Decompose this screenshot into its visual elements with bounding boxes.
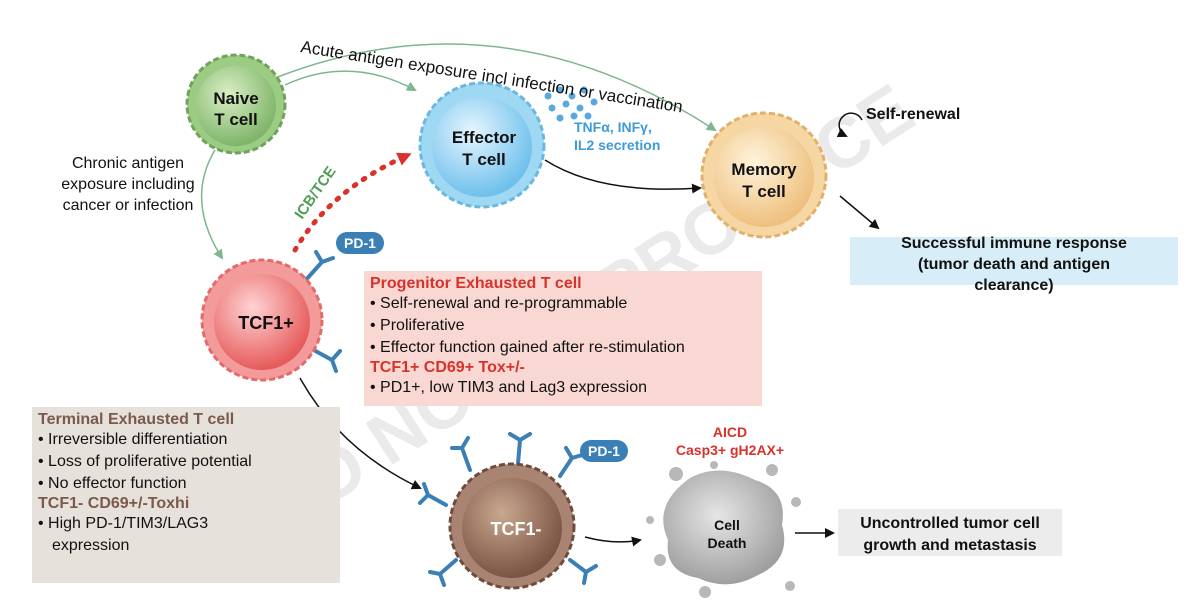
pd1-badge-bottom: PD-1 <box>580 440 628 462</box>
success-line-2: (tumor death and antigen <box>918 256 1110 273</box>
chronic-label-2: exposure including <box>61 176 194 193</box>
terminal-marker-item-1-cont: expression <box>52 537 130 554</box>
cytokine-label-2: IL2 secretion <box>574 137 660 153</box>
effector-label-2: T cell <box>462 150 505 169</box>
progenitor-tcf1-positive-cell: TCF1+ <box>200 250 342 382</box>
death-label-2: Death <box>708 535 747 551</box>
pd1-badge-top: PD-1 <box>336 232 384 254</box>
outcome-line-2: growth and metastasis <box>863 537 1036 554</box>
progenitor-cell-label: TCF1+ <box>238 313 294 333</box>
terminal-item-3: No effector function <box>38 473 334 495</box>
terminal-marker-item-1: High PD-1/TIM3/LAG3 <box>38 513 334 535</box>
terminal-tcf1-negative-cell: TCF1- <box>418 432 598 590</box>
death-label-1: Cell <box>714 517 740 533</box>
naive-label-2: T cell <box>214 110 257 129</box>
effector-t-cell: Effector T cell <box>418 81 546 209</box>
pd1-badge-top-label: PD-1 <box>344 235 376 251</box>
memory-label-2: T cell <box>742 182 785 201</box>
effector-to-memory-arrow <box>544 159 702 194</box>
naive-t-cell: Naive T cell <box>185 53 287 155</box>
memory-t-cell: Memory T cell <box>700 111 828 239</box>
pd1-badge-bottom-label: PD-1 <box>588 443 620 459</box>
success-box <box>850 237 1178 285</box>
naive-label-1: Naive <box>213 89 258 108</box>
progenitor-marker-item-1: PD1+, low TIM3 and Lag3 expression <box>370 377 756 399</box>
terminal-item-2: Loss of proliferative potential <box>38 451 334 473</box>
terminal-exhausted-box: Terminal Exhausted T cell Irreversible d… <box>32 407 340 583</box>
progenitor-item-1: Self-renewal and re-programmable <box>370 293 756 315</box>
acute-arrow-to-effector <box>284 70 417 91</box>
terminal-to-death-arrow <box>584 536 642 547</box>
effector-label-1: Effector <box>452 128 517 147</box>
progenitor-exhausted-box: Progenitor Exhausted T cell Self-renewal… <box>364 271 762 406</box>
progenitor-to-terminal-arrow <box>299 377 422 490</box>
cell-death-icon: Cell Death <box>646 461 801 598</box>
terminal-box-title: Terminal Exhausted T cell <box>38 411 235 428</box>
cytokine-dots-icon <box>544 86 598 122</box>
progenitor-box-title: Progenitor Exhausted T cell <box>370 275 582 292</box>
memory-label-1: Memory <box>731 160 797 179</box>
memory-to-success-arrow <box>839 195 880 230</box>
outcome-line-1: Uncontrolled tumor cell <box>860 515 1040 532</box>
aicd-label-2: Casp3+ gH2AX+ <box>676 442 784 458</box>
icb-tce-label: ICB/TCE <box>291 163 339 222</box>
aicd-label-1: AICD <box>713 424 747 440</box>
acute-arrow-to-memory <box>274 43 717 132</box>
progenitor-markers: TCF1+ CD69+ Tox+/- <box>370 359 525 376</box>
self-renewal-loop-icon <box>836 112 863 138</box>
chronic-label-3: cancer or infection <box>63 197 194 214</box>
terminal-markers: TCF1- CD69+/-Toxhi <box>38 495 190 512</box>
chronic-label-1: Chronic antigen <box>72 155 184 172</box>
chronic-arrow <box>200 149 224 260</box>
outcome-box <box>838 509 1062 556</box>
pd1-receptor-icon <box>302 250 342 373</box>
self-renewal-label: Self-renewal <box>866 106 960 123</box>
success-line-3: clearance) <box>974 277 1053 294</box>
progenitor-item-2: Proliferative <box>370 315 756 337</box>
terminal-item-1: Irreversible differentiation <box>38 429 334 451</box>
terminal-cell-label: TCF1- <box>491 519 542 539</box>
success-line-1: Successful immune response <box>901 235 1127 252</box>
icb-dotted-arrow <box>292 152 412 253</box>
pd1-receptors-icon <box>418 432 598 587</box>
progenitor-item-3: Effector function gained after re-stimul… <box>370 337 756 359</box>
cytokine-label-1: TNFα, INFγ, <box>574 119 652 135</box>
